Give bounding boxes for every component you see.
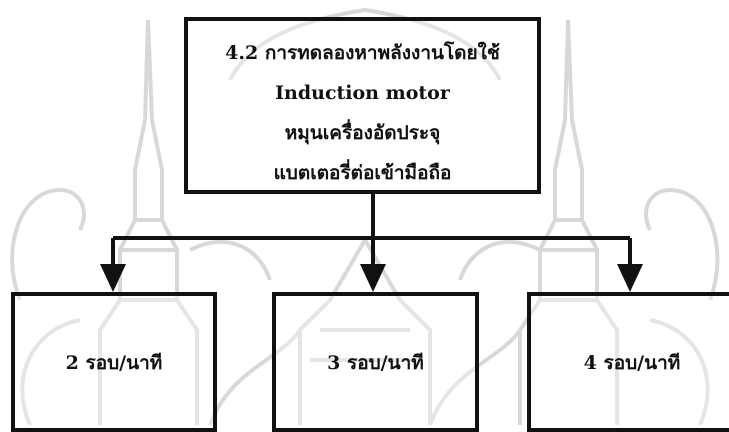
top-box-line-2: Induction motor — [275, 82, 450, 104]
top-box-line-4: แบตเตอรี่ต่อเข้ามือถือ — [273, 162, 452, 184]
arrowhead-right — [617, 264, 643, 292]
top-box-line-1: 4.2 การทดลองหาพลังงานโดยใช้ — [225, 42, 500, 64]
top-box: 4.2 การทดลองหาพลังงานโดยใช้ Induction mo… — [184, 17, 541, 194]
box-3-rpm: 3 รอบ/นาที — [272, 292, 479, 432]
top-box-line-3: หมุนเครื่องอัดประจุ — [284, 122, 441, 144]
arrowhead-middle — [360, 264, 386, 292]
box-2-rpm-label: 2 รอบ/นาที — [65, 352, 163, 374]
box-4-rpm: 4 รอบ/นาที — [527, 292, 729, 432]
box-3-rpm-label: 3 รอบ/นาที — [327, 352, 424, 374]
arrowhead-left — [100, 264, 126, 292]
box-2-rpm: 2 รอบ/นาที — [11, 292, 217, 432]
box-4-rpm-label: 4 รอบ/นาที — [583, 352, 681, 374]
